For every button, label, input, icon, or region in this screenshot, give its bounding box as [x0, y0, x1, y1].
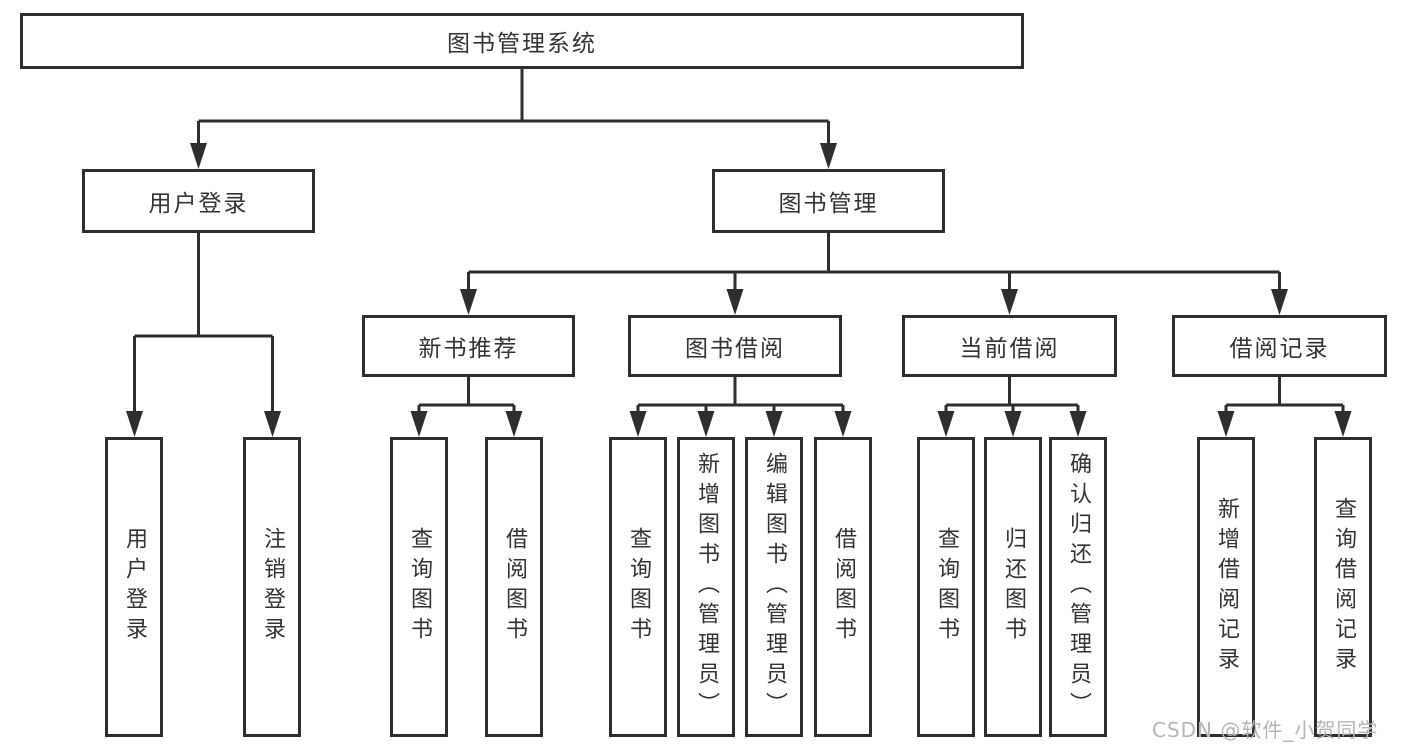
leaf-query-books-2: 查询图书 — [609, 437, 667, 737]
node-label: 新增借阅记录 — [1214, 497, 1239, 677]
node-label: 借阅图书 — [831, 527, 856, 647]
leaf-add-borrow-record: 新增借阅记录 — [1197, 437, 1255, 737]
node-user-login: 用户登录 — [82, 169, 315, 233]
node-label: 借阅图书 — [502, 527, 527, 647]
node-label: 当前借阅 — [959, 336, 1060, 362]
leaf-return-book: 归还图书 — [984, 437, 1042, 737]
node-label: 图书借阅 — [685, 336, 785, 362]
node-label: 归还图书 — [1001, 527, 1026, 647]
node-label: 用户登录 — [148, 191, 249, 217]
leaf-borrow-books-1: 借阅图书 — [485, 437, 543, 737]
leaf-borrow-books-2: 借阅图书 — [814, 437, 872, 737]
node-label: 注销登录 — [260, 527, 285, 647]
node-book-borrowing: 图书借阅 — [628, 315, 842, 377]
csdn-watermark: CSDN @软件_小贺同学 — [1152, 718, 1379, 742]
node-label: 查询图书 — [407, 527, 432, 647]
node-new-book-recommend: 新书推荐 — [362, 315, 575, 377]
leaf-query-books-3: 查询图书 — [917, 437, 975, 737]
node-current-borrowing: 当前借阅 — [902, 315, 1117, 377]
leaf-edit-book-admin: 编辑图书（管理员） — [745, 437, 803, 737]
node-label: 新书推荐 — [418, 336, 519, 362]
node-label: 查询图书 — [934, 527, 959, 647]
arrowhead-icons — [126, 143, 1352, 437]
node-label: 查询图书 — [626, 527, 651, 647]
node-library-management-system: 图书管理系统 — [20, 13, 1024, 69]
leaf-logout: 注销登录 — [243, 437, 301, 737]
leaf-user-login: 用户登录 — [105, 437, 163, 737]
node-label: 查询借阅记录 — [1331, 497, 1356, 677]
leaf-confirm-return-admin: 确认归还（管理员） — [1049, 437, 1107, 737]
node-label: 图书管理系统 — [447, 31, 597, 57]
node-label: 用户登录 — [122, 527, 147, 647]
leaf-add-book-admin: 新增图书（管理员） — [677, 437, 735, 737]
node-label: 图书管理 — [778, 191, 879, 217]
node-book-management: 图书管理 — [712, 169, 945, 233]
node-label: 借阅记录 — [1229, 336, 1330, 362]
node-label: 新增图书（管理员） — [694, 452, 719, 722]
node-label: 编辑图书（管理员） — [762, 452, 787, 722]
node-borrowing-records: 借阅记录 — [1172, 315, 1387, 377]
leaf-query-borrow-record: 查询借阅记录 — [1314, 437, 1372, 737]
leaf-query-books-1: 查询图书 — [390, 437, 448, 737]
node-label: 确认归还（管理员） — [1066, 452, 1091, 722]
